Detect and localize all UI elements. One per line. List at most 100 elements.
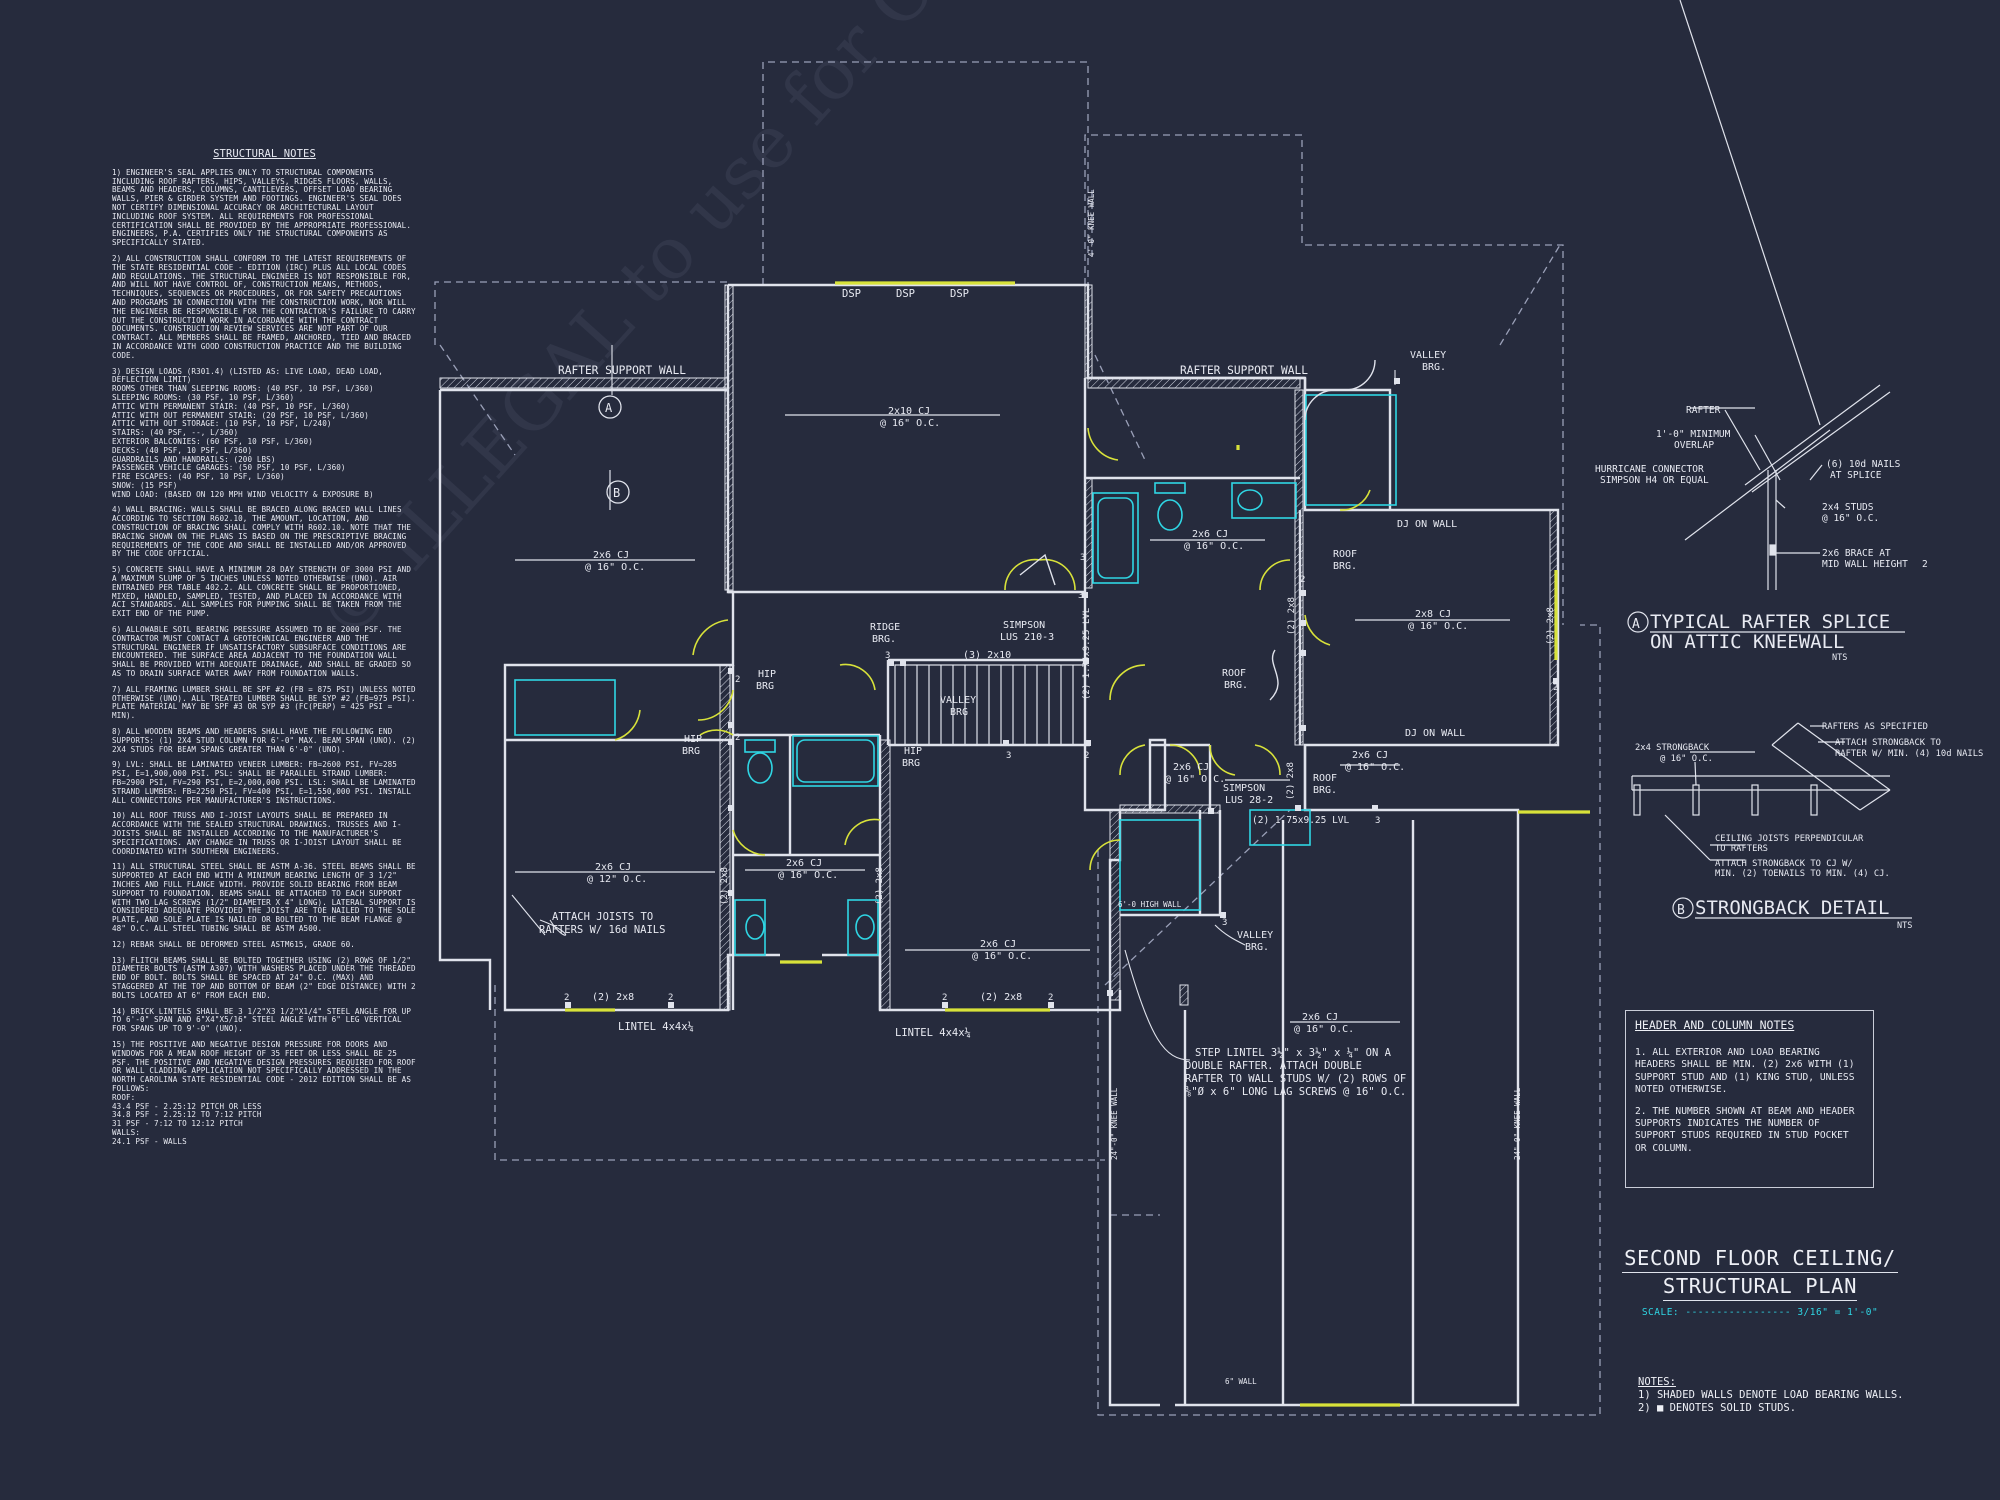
note-2: 2) ALL CONSTRUCTION SHALL CONFORM TO THE… — [112, 253, 416, 360]
three-2x10-label: (3) 2x10 — [963, 650, 1011, 661]
lus28-label: LUS 28-2 — [1225, 795, 1273, 806]
load-8: DECKS: (40 PSF, 10 PSF, L/360) — [112, 445, 253, 455]
plumbing-fixtures — [514, 394, 1397, 956]
lintel-label-1: LINTEL 4x4x¼ — [618, 1021, 694, 1033]
detail-b-attach-2: RAFTER W/ MIN. (4) 10d NAILS — [1835, 749, 1983, 759]
detail-b-strongback-2: @ 16" O.C. — [1660, 754, 1713, 764]
bottom-note-2: 2) ■ DENOTES SOLID STUDS. — [1638, 1402, 1797, 1414]
detail-a-title-1: TYPICAL RAFTER SPLICE — [1650, 611, 1890, 633]
oc-label-hall: @ 16" O.C. — [1165, 774, 1225, 785]
roof-brg-label-3: ROOF — [1313, 773, 1337, 784]
stair — [894, 664, 1086, 746]
lvl-vertical-label: (2) 1.75x9.25 LVL — [1082, 608, 1092, 700]
attach-joists-2: RAFTERS W/ 16d NAILS — [539, 924, 665, 936]
hip-brg-label-2: HIP — [684, 734, 702, 745]
detail-a-hurricane-1: HURRICANE CONNECTOR — [1595, 464, 1704, 475]
dsp-label-1: DSP — [842, 288, 861, 300]
oc-label-bc: @ 16" O.C. — [972, 951, 1032, 962]
walls-load-1: 24.1 PSF - WALLS — [112, 1136, 187, 1146]
oc-label-top: @ 16" O.C. — [880, 418, 940, 429]
roof-brg-label-1: ROOF — [1333, 549, 1357, 560]
detail-a-hurricane-2: SIMPSON H4 OR EQUAL — [1600, 475, 1709, 486]
two-2x8-vertical-3: (2) 2x8 — [1286, 762, 1296, 800]
rafter-support-wall-right: RAFTER SUPPORT WALL — [1180, 364, 1308, 377]
roof-load-3: 31 PSF - 7:12 TO 12:12 PITCH — [112, 1119, 243, 1129]
ridge-brg-label: RIDGE — [870, 622, 900, 633]
detail-a-nails-1: (6) 10d NAILS — [1826, 459, 1901, 470]
note-13: 13) FLITCH BEAMS SHALL BE BOLTED TOGETHE… — [112, 955, 416, 1000]
stud-num-4: 3 — [885, 651, 890, 661]
detail-b-title: STRONGBACK DETAIL — [1695, 897, 1889, 919]
interior-doors — [1019, 359, 1376, 701]
cj-label-bath: 2x6 CJ — [1192, 529, 1228, 540]
two-2x8-label-1: (2) 2x8 — [592, 992, 634, 1003]
header-column-notes: HEADER AND COLUMN NOTES 1. ALL EXTERIOR … — [1625, 1010, 1874, 1188]
stud-num-11: 2 — [564, 993, 569, 1003]
note-11: 11) ALL STRUCTURAL STEEL SHALL BE ASTM A… — [112, 862, 416, 933]
stud-num-6: 2 — [1084, 751, 1089, 761]
structural-notes-title: STRUCTURAL NOTES — [213, 148, 316, 160]
note-15: 15) THE POSITIVE AND NEGATIVE DESIGN PRE… — [112, 1039, 416, 1093]
detail-b-nts: NTS — [1897, 921, 1912, 931]
marker-a: A — [605, 401, 613, 415]
oc-label-left: @ 16" O.C. — [585, 562, 645, 573]
detail-b-attach-cj-1: ATTACH STRONGBACK TO CJ W/ — [1715, 859, 1853, 869]
valley-brg-label-2: VALLEY — [940, 695, 976, 706]
title-block: SECOND FLOOR CEILING/ STRUCTURAL PLAN SC… — [1615, 1245, 1905, 1318]
stud-num-15: 3 — [1080, 553, 1085, 563]
note-12: 12) REBAR SHALL BE DEFORMED STEEL ASTM61… — [112, 939, 355, 949]
load-5: ATTIC WITH OUT STORAGE: (10 PSF, 10 PSF,… — [112, 419, 332, 429]
roof-load-hdr: ROOF: — [112, 1092, 136, 1102]
load-2: SLEEPING ROOMS: (30 PSF, 10 PSF, L/360) — [112, 392, 295, 402]
detail-a-overlap-2: OVERLAP — [1674, 440, 1714, 451]
stud-num-12: 2 — [668, 993, 673, 1003]
roof-brg-label-2b: BRG. — [1224, 680, 1248, 691]
valley-brg-label-3: VALLEY — [1237, 930, 1273, 941]
detail-a-overlap-1: 1'-0" MINIMUM — [1656, 429, 1731, 440]
oc-label-bath2: @ 16" O.C. — [778, 870, 838, 881]
header-notes-title: HEADER AND COLUMN NOTES — [1635, 1018, 1795, 1032]
load-7: EXTERIOR BALCONIES: (60 PSF, 10 PSF, L/3… — [112, 436, 313, 446]
cj-label-right: 2x8 CJ — [1415, 609, 1451, 620]
two-2x8-vertical-1: (2) 2x8 — [720, 867, 730, 905]
plan-title-line-2: STRUCTURAL PLAN — [1662, 1273, 1858, 1301]
cj-label-bc: 2x6 CJ — [980, 939, 1016, 950]
note-8: 8) ALL WOODEN BEAMS AND HEADERS SHALL HA… — [112, 727, 416, 754]
knee-wall-right: 24"-0" KNEE WALL — [1513, 1087, 1522, 1160]
load-4: ATTIC WITH OUT PERMANENT STAIR: (20 PSF,… — [112, 410, 369, 420]
door-swings — [614, 427, 1371, 871]
stud-num-10: 3 — [1222, 918, 1227, 928]
stud-num-8: 2 — [1553, 683, 1558, 693]
detail-b-marker: B — [1677, 903, 1685, 918]
rafter-support-wall-left: RAFTER SUPPORT WALL — [558, 364, 686, 377]
valley-brg-label-2b: BRG — [950, 707, 968, 718]
roof-load-1: 43.4 PSF - 2.25:12 PITCH OR LESS — [112, 1101, 262, 1111]
cj-label-closet: 2x6 CJ — [1352, 750, 1388, 761]
stud-num-13: 2 — [942, 993, 947, 1003]
marker-b: B — [613, 486, 620, 500]
oc-label-bl: @ 12" O.C. — [587, 874, 647, 885]
dashed-roof-outline — [434, 61, 1601, 1416]
two-2x8-vertical-5: (2) 2x8 — [1287, 597, 1297, 635]
oc-label-bath: @ 16" O.C. — [1184, 541, 1244, 552]
header-note-2: 2. THE NUMBER SHOWN AT BEAM AND HEADER S… — [1635, 1105, 1855, 1154]
knee-wall-top: 4'-0" KNEE WALL — [1087, 189, 1096, 257]
simpson-label-1: SIMPSON — [1003, 620, 1045, 631]
stud-num-14: 2 — [1048, 993, 1053, 1003]
load-3: ATTIC WITH PERMANENT STAIR: (40 PSF, 10 … — [112, 401, 351, 411]
detail-a-marker: A — [1632, 617, 1640, 632]
note-9: 9) LVL: SHALL BE LAMINATED VENEER LUMBER… — [112, 760, 416, 805]
six-inch-wall-label: 6" WALL — [1225, 1377, 1257, 1386]
lintel-label-2: LINTEL 4x4x¼ — [895, 1027, 971, 1039]
dsp-label-3: DSP — [950, 288, 969, 300]
valley-brg-label-3b: BRG. — [1245, 942, 1269, 953]
lus210-label: LUS 210-3 — [1000, 632, 1054, 643]
cj-arrows — [515, 414, 1510, 1023]
roof-brg-label-2: ROOF — [1222, 668, 1246, 679]
marker-b-circle — [606, 480, 630, 504]
detail-a-marker-circle — [1627, 611, 1649, 633]
detail-b-rafters: RAFTERS AS SPECIFIED — [1822, 722, 1928, 732]
load-13: WIND LOAD: (BASED ON 120 MPH WIND VELOCI… — [112, 489, 374, 499]
valley-brg-label-1: VALLEY — [1410, 350, 1446, 361]
